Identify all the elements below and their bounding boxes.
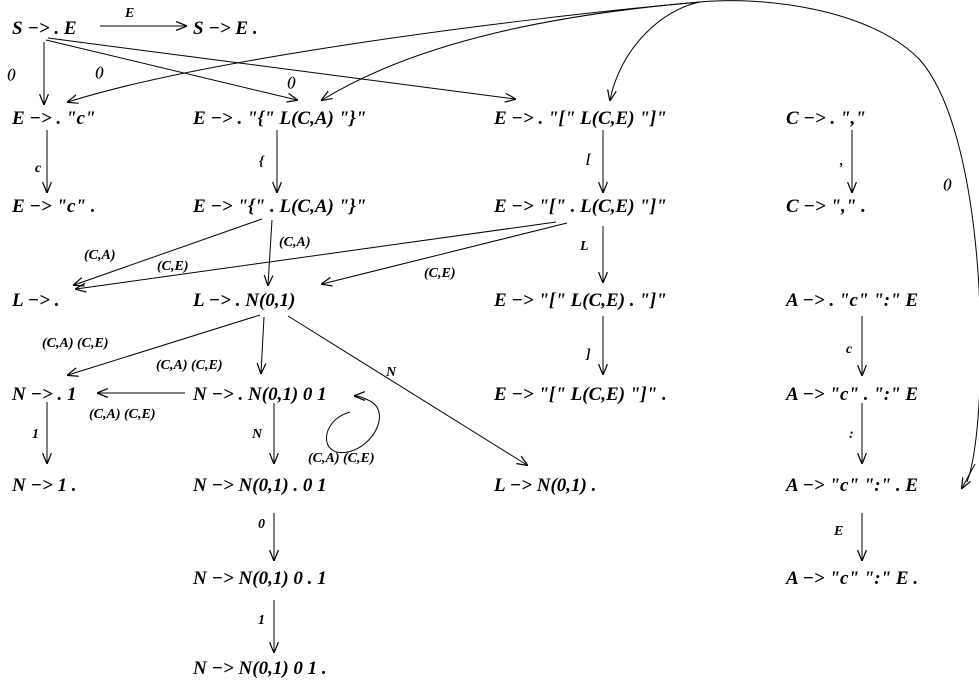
item-e-c-end: E −> "c" . [11,196,96,217]
label-ca-2: (C,A) [279,235,311,250]
edge-top-ec [68,1,701,102]
item-e-brace-1: E −> "{" . L(C,A) "}" [192,196,366,217]
label-c-2: c [846,342,853,357]
label-ca-ce-1: (C,A) (C,E) [42,336,109,351]
item-n-1-end: N −> 1 . [11,475,77,496]
label-c: c [35,161,42,176]
edge-ebrace1-ln [268,219,272,285]
edge-a2-arc [699,0,979,483]
edges [44,0,979,652]
edge-labels: E () () () () c { [ , (C,A) (C,E) (C,A) … [7,6,952,628]
item-c-end: C −> "," . [786,196,866,217]
label-comma: , [839,154,844,169]
item-e-brack-1: E −> "[" . L(C,E) "]" [493,196,667,217]
edge-top-ebrack [610,1,701,100]
item-e-brack-0: E −> . "[" L(C,E) "]" [493,108,667,129]
edge-ln-lend [287,315,527,465]
item-l-n-start: L −> . N(0,1) [192,290,295,311]
item-n-1-start: N −> . 1 [11,384,77,405]
edge-ln-nrec [261,316,264,373]
item-n-rec-0: N −> . N(0,1) 0 1 [192,384,327,405]
label-eps-3: () [287,75,296,90]
label-zero: 0 [258,517,265,532]
edge-a2-tail [962,463,976,488]
item-a-3: A −> "c" ":" E . [785,568,918,589]
edge-s-ebrack [47,37,515,99]
item-l-n-end: L −> N(0,1) . [493,475,596,496]
label-N-2: N [251,427,263,442]
item-a-1: A −> "c" . ":" E [785,384,918,405]
item-e-brack-2: E −> "[" L(C,E) . "]" [493,290,667,311]
label-L: L [579,239,589,254]
label-ca-ce-4: (C,A) (C,E) [308,451,375,466]
label-ca-ce-2: (C,A) (C,E) [156,358,223,373]
label-ca-ce-3: (C,A) (C,E) [89,407,156,422]
label-ca-1: (C,A) [84,248,116,263]
edge-s-ebrace [45,39,297,100]
item-n-rec-2: N −> N(0,1) 0 . 1 [192,568,327,589]
edge-ln-n1 [68,314,261,375]
label-eps-1: () [7,67,16,82]
label-one-1: 1 [32,427,39,442]
label-eps-2: () [95,65,104,80]
label-ce-2: (C,E) [424,266,456,281]
item-n-rec-1: N −> N(0,1) . 0 1 [192,475,327,496]
edge-ebrack1-ln [322,222,568,284]
edge-ebrack1-lempty [76,221,557,289]
item-s-end: S −> E . [193,18,258,39]
label-ce-1: (C,E) [157,259,189,274]
label-N-1: N [385,365,397,380]
label-one-2: 1 [258,613,265,628]
edge-self-loop [326,396,380,454]
label-colon: : [849,427,854,442]
label-E-2: E [833,524,843,539]
item-l-empty: L −> . [11,290,60,311]
label-lbrace: { [259,154,265,169]
item-e-brace-0: E −> . "{" L(C,A) "}" [192,108,366,129]
nodes: S −> . E S −> E . E −> . "c" E −> "c" . … [11,18,918,679]
edge-ebrace1-lempty [74,218,263,285]
item-n-rec-3: N −> N(0,1) 0 1 . [192,658,327,679]
item-c-start: C −> . "," [786,108,866,129]
label-lbrack: [ [586,152,592,167]
item-e-c-start: E −> . "c" [11,108,96,129]
label-e: E [124,6,134,21]
item-a-2: A −> "c" ":" . E [785,475,918,496]
item-a-0: A −> . "c" ":" E [785,290,918,311]
label-rbrack: ] [585,347,591,362]
label-eps-right: () [943,177,952,192]
item-e-brack-3: E −> "[" L(C,E) "]" . [493,384,667,405]
item-s-start: S −> . E [12,18,77,39]
edge-top-ebrace [322,1,701,100]
